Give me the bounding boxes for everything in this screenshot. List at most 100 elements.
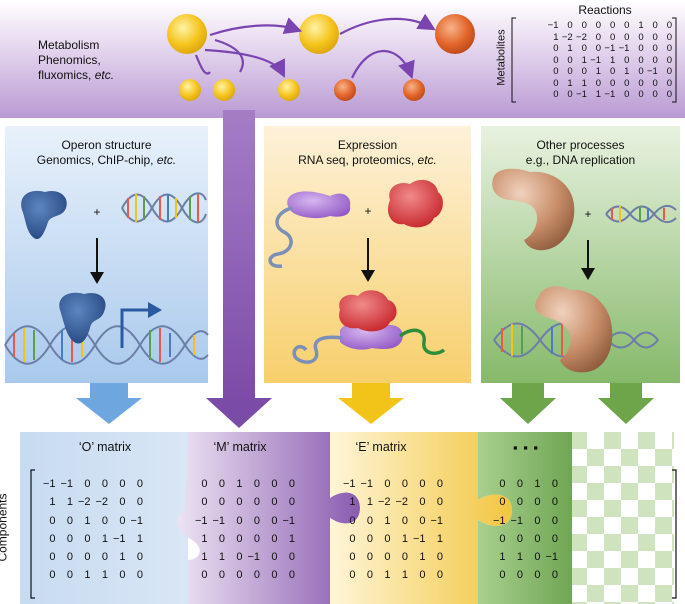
more-matrices-ellipsis: ▪ ▪ ▪	[512, 440, 540, 455]
m-matrix-cell: 0	[218, 569, 225, 582]
stoich-matrix-cell: 1	[581, 54, 587, 66]
stoich-matrix-cell: 0	[624, 77, 630, 89]
o-matrix-cell: 1	[84, 569, 91, 582]
m-matrix-piece	[177, 432, 360, 604]
next-matrix-piece	[478, 432, 572, 604]
o-matrix-cell: 0	[119, 514, 126, 527]
next-matrix-cell: 0	[516, 569, 523, 582]
e-matrix-piece	[330, 432, 512, 604]
operon-bound-dna-icon	[4, 292, 209, 365]
e-matrix-cell: −2	[395, 496, 408, 509]
m-matrix-cell: 0	[253, 496, 260, 509]
e-matrix-cell: 0	[349, 514, 356, 527]
other-subtitle: e.g., DNA replication	[525, 153, 636, 167]
stoich-matrix-cell: 0	[624, 31, 630, 43]
stoich-matrix-cell: 0	[553, 66, 559, 77]
e-matrix-cell: 0	[419, 514, 426, 527]
stoich-matrix-cell: 0	[553, 77, 559, 89]
stoich-matrix-cell: 0	[567, 54, 573, 66]
e-matrix-cell: −1	[342, 478, 356, 490]
metabolism-arrow-shaft	[223, 110, 255, 400]
m-matrix-cell: −1	[247, 551, 260, 564]
stoich-matrix-cell: 0	[553, 43, 559, 54]
stoich-matrix-cell: −1	[604, 89, 616, 100]
stoich-matrix-cell: 0	[666, 31, 672, 43]
m-matrix-cell: 0	[288, 496, 295, 509]
o-matrix-cell: 0	[136, 551, 143, 564]
o-matrix-cell: 0	[136, 478, 143, 490]
stoich-matrix-cell: 0	[638, 77, 644, 89]
e-matrix-cell: 1	[349, 496, 356, 509]
expression-subtitle-etc: etc.	[417, 153, 437, 167]
e-matrix-cell: 0	[436, 478, 443, 490]
checkerboard-piece	[572, 432, 674, 604]
e-matrix-cell: 1	[401, 532, 408, 545]
metabolite-pathway-icon	[167, 13, 475, 101]
stoich-matrix-cell: 0	[609, 31, 616, 43]
stoich-matrix-cell: 0	[638, 43, 644, 54]
m-matrix-cell: 0	[288, 551, 295, 564]
e-matrix-cell: 0	[384, 478, 391, 490]
e-matrix-cell: 0	[366, 532, 373, 545]
e-matrix-cell: 0	[419, 478, 426, 490]
e-matrix-cell: 0	[349, 532, 356, 545]
stoich-matrix-cell: 0	[652, 20, 658, 31]
o-matrix-label: ‘O’ matrix	[78, 440, 132, 454]
stoich-matrix-cell: 1	[581, 77, 587, 89]
o-matrix-cell: 1	[66, 496, 73, 509]
e-matrix-cell: 1	[384, 569, 391, 582]
next-matrix-cell: 0	[499, 569, 506, 582]
stoich-matrix-cell: 0	[567, 89, 573, 100]
o-matrix-cell: 1	[101, 532, 108, 545]
metabolites-label: Metabolites	[495, 29, 508, 86]
e-matrix-cell: 1	[419, 551, 426, 564]
e-matrix-cell: 0	[401, 514, 408, 527]
stoich-matrix-cell: 0	[652, 77, 658, 89]
m-matrix-cell: 1	[236, 478, 243, 490]
next-matrix-cell: 0	[534, 496, 541, 509]
o-matrix-cell: 1	[119, 551, 126, 564]
other-plus: +	[584, 207, 592, 221]
next-matrix-cell: 1	[516, 551, 523, 564]
o-matrix-cell: −1	[130, 514, 143, 527]
m-matrix-cell: 0	[271, 496, 278, 509]
m-matrix-cell: 0	[253, 514, 260, 527]
m-matrix-cell: 0	[201, 496, 208, 509]
m-matrix-cell: 0	[218, 478, 225, 490]
stoich-matrix-cell: 1	[553, 31, 559, 43]
next-matrix-cell: 0	[516, 532, 523, 545]
e-matrix-cell: 0	[419, 569, 426, 582]
stoich-matrix-cell: 0	[652, 31, 658, 43]
o-matrix-cell: −1	[60, 478, 73, 490]
expression-subtitle: RNA seq, proteomics, etc.	[264, 153, 471, 168]
m-matrix-cell: 0	[253, 569, 260, 582]
o-matrix-cell: 0	[66, 551, 73, 564]
e-matrix-cell: 0	[349, 569, 356, 582]
expression-ribosome-icon	[387, 179, 443, 228]
o-matrix-cell: 0	[49, 569, 56, 582]
operon-down-arrow	[76, 383, 142, 424]
o-matrix-cell: 1	[101, 569, 108, 582]
o-matrix-cell: 0	[101, 551, 108, 564]
o-matrix-cell: −1	[42, 478, 56, 490]
metabolism-label: Metabolism Phenomics, fluxomics, etc.	[38, 38, 148, 83]
stoich-matrix-cell: 0	[581, 20, 587, 31]
m-matrix-cell: 0	[218, 532, 225, 545]
next-matrix-cell: −1	[510, 514, 523, 527]
stoich-matrix-cell: 0	[624, 89, 630, 100]
o-matrix-cell: 0	[49, 532, 56, 545]
stoich-matrix-cell: 0	[595, 77, 602, 89]
